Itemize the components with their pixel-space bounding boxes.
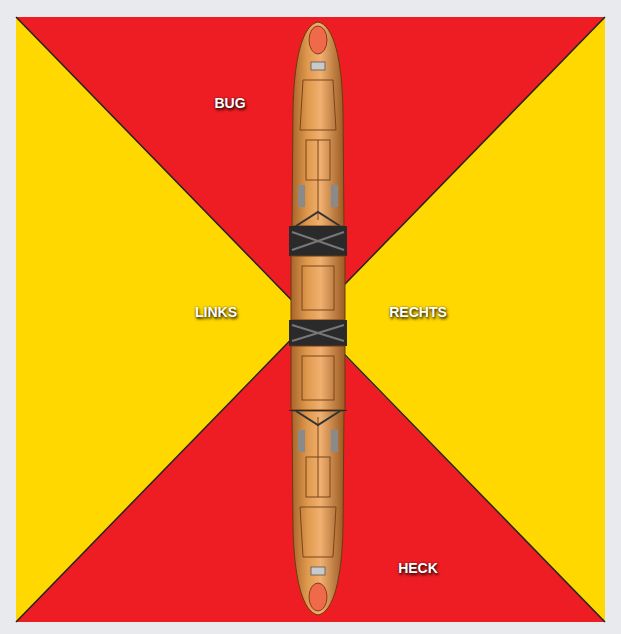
arc-label: LINKS xyxy=(195,304,237,320)
left-arc xyxy=(16,17,310,622)
arc-label: BUG xyxy=(214,95,245,111)
ship-illustration xyxy=(289,22,347,615)
arc-boundary xyxy=(16,17,605,622)
arc-label: HECK xyxy=(398,560,438,576)
arc-label: RECHTS xyxy=(389,304,447,320)
right-arc xyxy=(310,17,605,622)
arc-boundary xyxy=(16,17,605,622)
